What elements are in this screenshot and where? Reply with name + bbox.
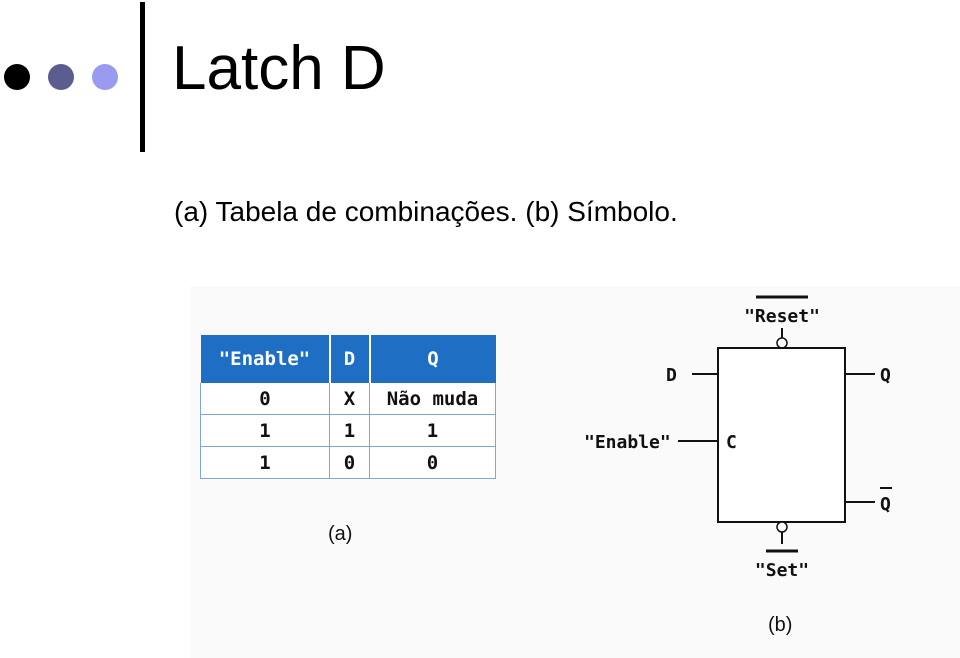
q-output-label: Q (880, 365, 891, 386)
caption-a: (a) (328, 523, 353, 545)
d-input-label: D (666, 365, 677, 386)
cell-q: 1 (369, 414, 496, 447)
set-inverter-bubble (776, 521, 788, 533)
slide-title: Latch D (172, 34, 386, 103)
title-divider (140, 2, 145, 152)
cell-d: 0 (329, 446, 370, 479)
table-row: 1 1 1 (200, 414, 496, 447)
table-row: 0 X Não muda (200, 383, 496, 415)
bullet-dot-lavender (92, 64, 118, 90)
qbar-output-label: Q (880, 494, 891, 515)
header-q: Q (369, 335, 496, 383)
c-pin-label: C (726, 432, 737, 453)
cell-q: 0 (369, 446, 496, 479)
table-header-row: "Enable" D Q (200, 335, 496, 383)
cell-d: 1 (329, 414, 370, 447)
header-d: D (329, 335, 371, 383)
cell-enable: 1 (200, 446, 330, 479)
slide-subtitle: (a) Tabela de combinações. (b) Símbolo. (174, 196, 678, 227)
bullet-dot-black (4, 64, 30, 90)
latch-block (717, 347, 846, 523)
enable-input-label: "Enable" (584, 432, 671, 453)
header-enable: "Enable" (200, 335, 331, 383)
caption-b: (b) (768, 614, 793, 636)
cell-q: Não muda (369, 383, 496, 415)
reset-inverter-bubble (776, 337, 788, 349)
set-label: "Set" (755, 560, 809, 581)
cell-enable: 0 (200, 383, 330, 415)
truth-table: "Enable" D Q 0 X Não muda 1 1 1 1 0 0 (200, 335, 496, 479)
cell-d: X (329, 383, 370, 415)
reset-label: "Reset" (744, 306, 820, 327)
bullet-dot-slate (48, 64, 74, 90)
cell-enable: 1 (200, 414, 330, 447)
table-row: 1 0 0 (200, 446, 496, 479)
